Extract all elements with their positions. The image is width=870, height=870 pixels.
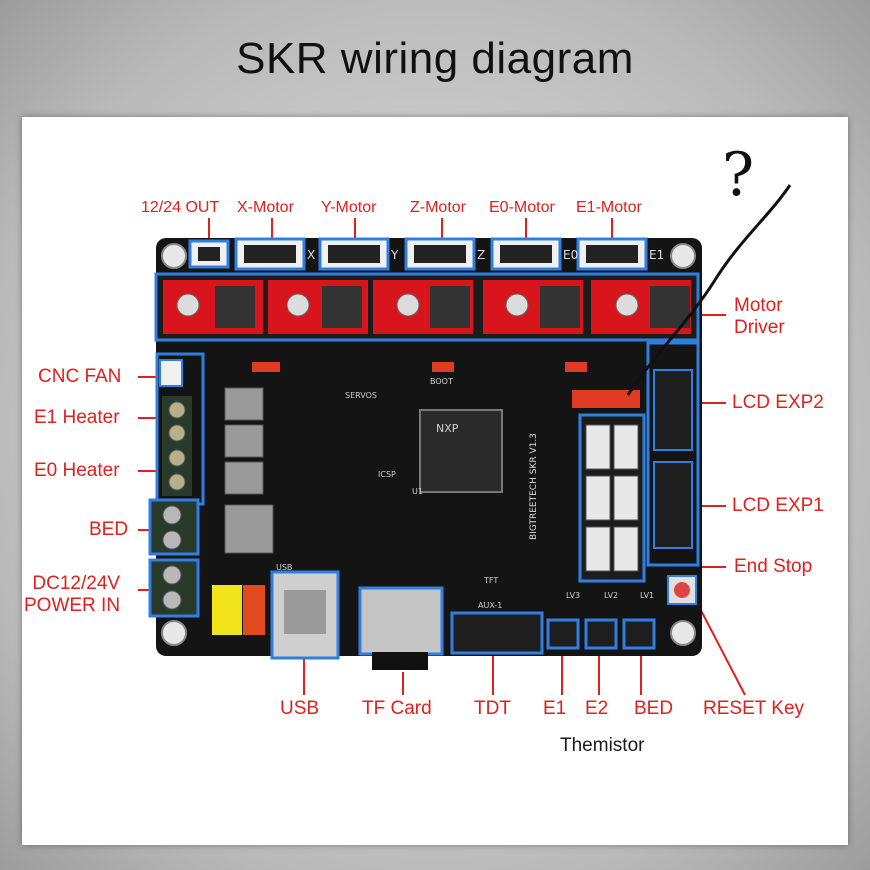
endstop-connectors <box>585 424 639 572</box>
silk-aux-1: AUX-1 <box>478 601 502 610</box>
axis-mark-x: X <box>307 248 315 262</box>
label-x-motor: X-Motor <box>237 199 294 216</box>
fuse-yellow <box>212 585 242 635</box>
lcd-exp1-header <box>653 461 693 549</box>
hand-drawn-line <box>626 184 792 396</box>
mcu-chip <box>419 409 503 493</box>
thermistor-e1 <box>546 618 580 650</box>
mosfets <box>224 387 274 554</box>
label-usb: USB <box>280 698 320 719</box>
label-1224-out: 12/24 OUT <box>141 199 220 216</box>
label-e0-heater: E0 Heater <box>34 460 120 481</box>
terminal-screws <box>168 401 186 491</box>
mount-hole <box>161 243 187 269</box>
label-tf-card: TF Card <box>362 698 432 719</box>
fuse-red <box>243 585 265 635</box>
tf-card-slot <box>358 586 444 656</box>
annotation-question-mark: ? <box>722 140 754 210</box>
driver-pin-headers <box>215 286 690 328</box>
silk-lv2: LV2 <box>604 591 618 600</box>
silk-u1: U1 <box>412 487 423 496</box>
silk-servos: SERVOS <box>345 391 377 400</box>
label-cnc-fan: CNC FAN <box>38 366 122 387</box>
label-thermistor-e1: E1 <box>543 698 567 719</box>
silk-usb: USB <box>276 563 292 572</box>
silk-icsp: ICSP <box>378 470 396 479</box>
thermistor-e2 <box>584 618 618 650</box>
label-reset-key: RESET Key <box>703 698 805 719</box>
label-y-motor: Y-Motor <box>321 199 377 216</box>
label-end-stop: End Stop <box>734 556 813 577</box>
chip-logo: NXP <box>436 422 459 435</box>
label-e1-heater: E1 Heater <box>34 407 120 428</box>
silk-lv3: LV3 <box>566 591 580 600</box>
page-title: SKR wiring diagram <box>236 34 634 83</box>
thermistor-bed <box>622 618 656 650</box>
label-e0-motor: E0-Motor <box>489 199 555 216</box>
label-bed: BED <box>89 519 129 540</box>
tdt-header <box>450 611 544 655</box>
axis-mark-z: Z <box>477 248 485 262</box>
label-e1-motor: E1-Motor <box>576 199 642 216</box>
axis-mark-y: Y <box>390 248 399 262</box>
axis-mark-e0: E0 <box>563 248 578 262</box>
mount-hole <box>161 620 187 646</box>
label-tdt: TDT <box>474 698 511 719</box>
small-red-headers <box>252 362 640 408</box>
label-power-in: DC12/24V POWER IN <box>24 573 121 616</box>
label-thermistor-e2: E2 <box>585 698 609 719</box>
right-connector-area <box>646 341 700 567</box>
label-motor-driver: Motor Driver <box>734 295 785 338</box>
silk-tft: TFT <box>483 576 498 585</box>
cnc-fan-connector <box>159 359 183 387</box>
silk-boot: BOOT <box>430 377 453 386</box>
mount-hole <box>670 620 696 646</box>
top-connector-pins <box>198 245 638 263</box>
reset-key <box>667 575 697 605</box>
label-thermistor-bed: BED <box>634 698 674 719</box>
label-z-motor: Z-Motor <box>410 199 466 216</box>
mount-hole <box>670 243 696 269</box>
lcd-exp2-header <box>653 369 693 451</box>
label-themistor: Themistor <box>560 735 645 756</box>
label-lcd-exp2: LCD EXP2 <box>732 392 824 413</box>
label-lcd-exp1: LCD EXP1 <box>732 495 824 516</box>
board-name: BIGTREETECH SKR V1.3 <box>529 433 539 540</box>
silk-lv1: LV1 <box>640 591 654 600</box>
driver-capacitors <box>176 293 639 317</box>
axis-mark-e1: E1 <box>649 248 664 262</box>
